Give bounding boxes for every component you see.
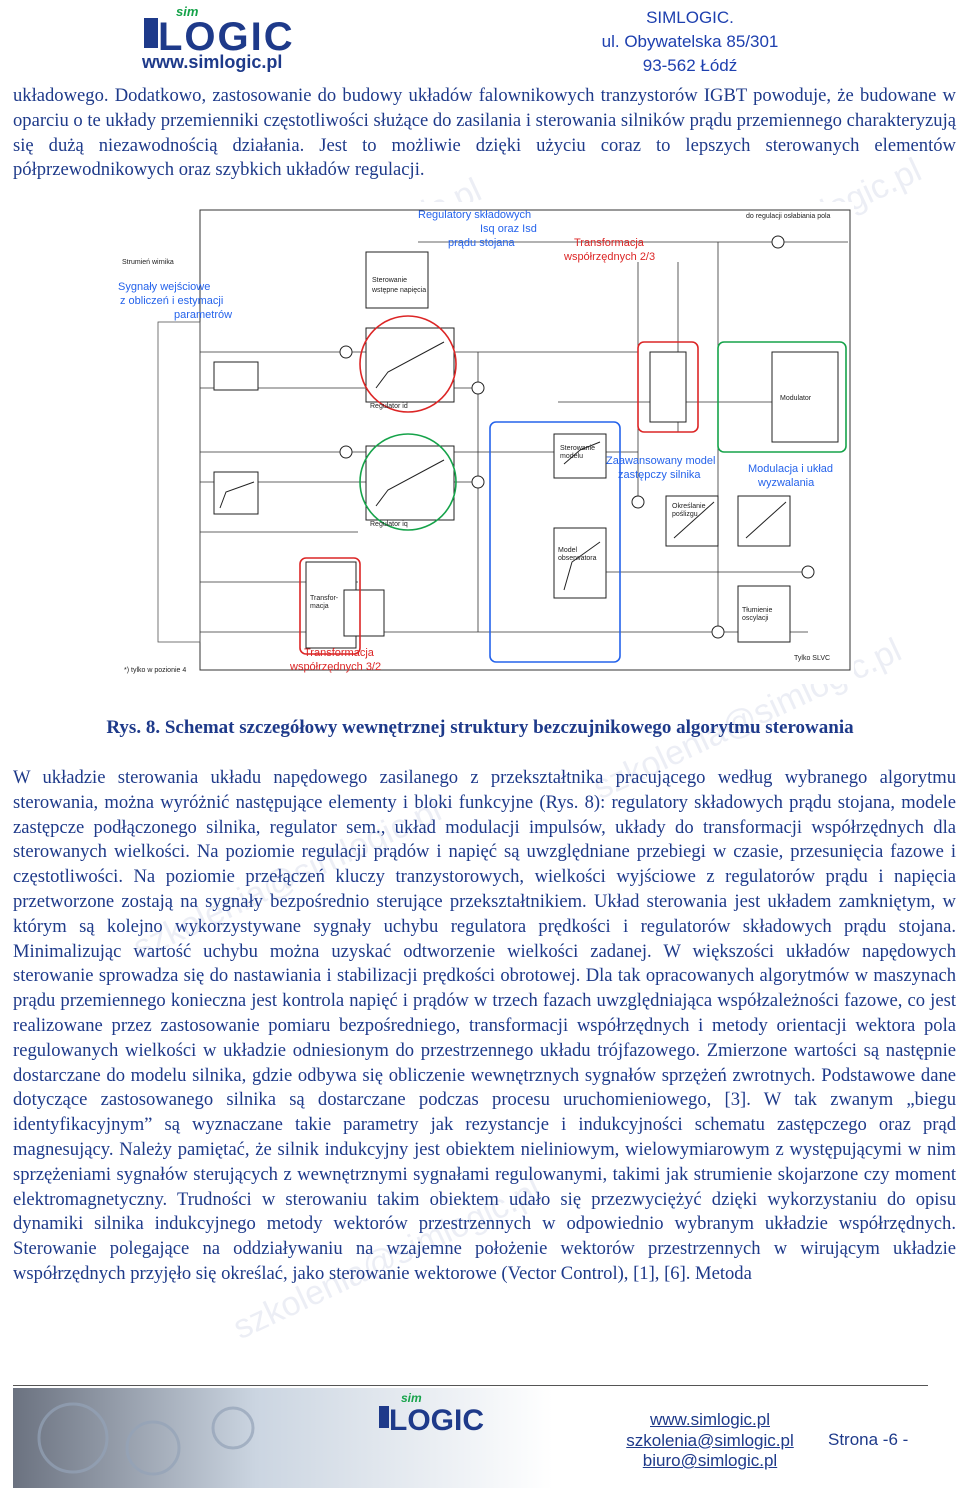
label-tylko-slvc: Tylko SLVC: [794, 655, 830, 662]
company-address: SIMLOGIC. ul. Obywatelska 85/301 93-562 …: [570, 6, 810, 78]
label-model-2: zastępczy silnika: [618, 469, 701, 481]
block-transf-2: macja: [310, 603, 329, 610]
footer-email-biuro[interactable]: biuro@simlogic.pl: [642, 1451, 778, 1470]
footer-banner-image: sim LOGIC: [13, 1388, 553, 1488]
footer-logo-word: LOGIC: [389, 1404, 484, 1437]
block-okreslanie-2: poślizgu: [672, 511, 698, 518]
block-reg-iq: Regulator iq: [370, 521, 408, 528]
block-model-obs-1: Model: [558, 547, 578, 554]
block-diagram-figure: Sygnały wejściowe z obliczeń i estymacji…: [118, 202, 854, 684]
block-modulator: Modulator: [780, 395, 812, 402]
label-regulatory-1: Regulatory składowych: [418, 209, 531, 221]
logo-prefix: sim: [176, 4, 199, 19]
label-transf32-2: współrzędnych 3/2: [289, 661, 381, 673]
label-strumien: Strumień wirnika: [122, 259, 174, 266]
label-note: *) tylko w pozionie 4: [124, 667, 186, 674]
label-sygnaly-3: parametrów: [174, 309, 232, 321]
label-regulatory-3: prądu stojana: [448, 237, 516, 249]
label-transf23-2: współrzędnych 2/3: [563, 251, 655, 263]
label-modulacja-1: Modulacja i układ: [748, 463, 833, 475]
paragraph-intro: układowego. Dodatkowo, zastosowanie do b…: [13, 85, 956, 181]
footer-web-link[interactable]: www.simlogic.pl: [650, 1410, 770, 1429]
company-name: SIMLOGIC.: [646, 8, 734, 27]
footer-divider: [13, 1385, 928, 1386]
block-sterowanie-modelu-1: Sterowanie: [560, 445, 595, 452]
footer-logo-prefix: sim: [401, 1391, 422, 1405]
company-city: 93-562 Łódź: [642, 56, 738, 75]
block-tlumienie-1: Tłumienie: [742, 607, 772, 614]
label-transf23-1: Transformacja: [574, 237, 645, 249]
label-top-right: do regulacji osłabiania pola: [746, 213, 831, 220]
figure-caption: Rys. 8. Schemat szczegółowy wewnętrznej …: [106, 717, 854, 738]
block-model-obs-2: obserwatora: [558, 555, 597, 562]
block-sterowanie-modelu-2: modelu: [560, 453, 583, 460]
footer-contact: www.simlogic.pl szkolenia@simlogic.pl bi…: [610, 1410, 810, 1472]
block-reg-id: Regulator id: [370, 403, 408, 410]
footer-email-szkolenia[interactable]: szkolenia@simlogic.pl: [626, 1430, 794, 1450]
paragraph-body: W układzie sterowania układu napędowego …: [13, 767, 956, 1284]
label-modulacja-2: wyzwalania: [757, 477, 815, 489]
logo-url: www.simlogic.pl: [141, 52, 282, 72]
block-sterowanie-1: Sterowanie: [372, 277, 407, 284]
block-sterowanie-2: wstępne napięcia: [371, 287, 426, 294]
label-transf32-1: Transformacja: [304, 647, 375, 659]
header-logo: sim LOGIC www.simlogic.pl: [138, 2, 350, 74]
company-street: ul. Obywatelska 85/301: [601, 32, 779, 51]
block-okreslanie-1: Określanie: [672, 503, 706, 510]
block-transf-1: Transfor-: [310, 595, 339, 602]
logo-word: LOGIC: [158, 15, 295, 59]
label-sygnaly-1: Sygnały wejściowe: [118, 281, 210, 293]
label-regulatory-2: Isq oraz Isd: [480, 223, 537, 235]
label-sygnaly-2: z obliczeń i estymacji: [120, 295, 223, 307]
block-tlumienie-2: oscylacji: [742, 615, 769, 622]
page-number: Strona -6 -: [828, 1430, 909, 1449]
label-model-1: Zaawansowany model: [606, 455, 715, 467]
